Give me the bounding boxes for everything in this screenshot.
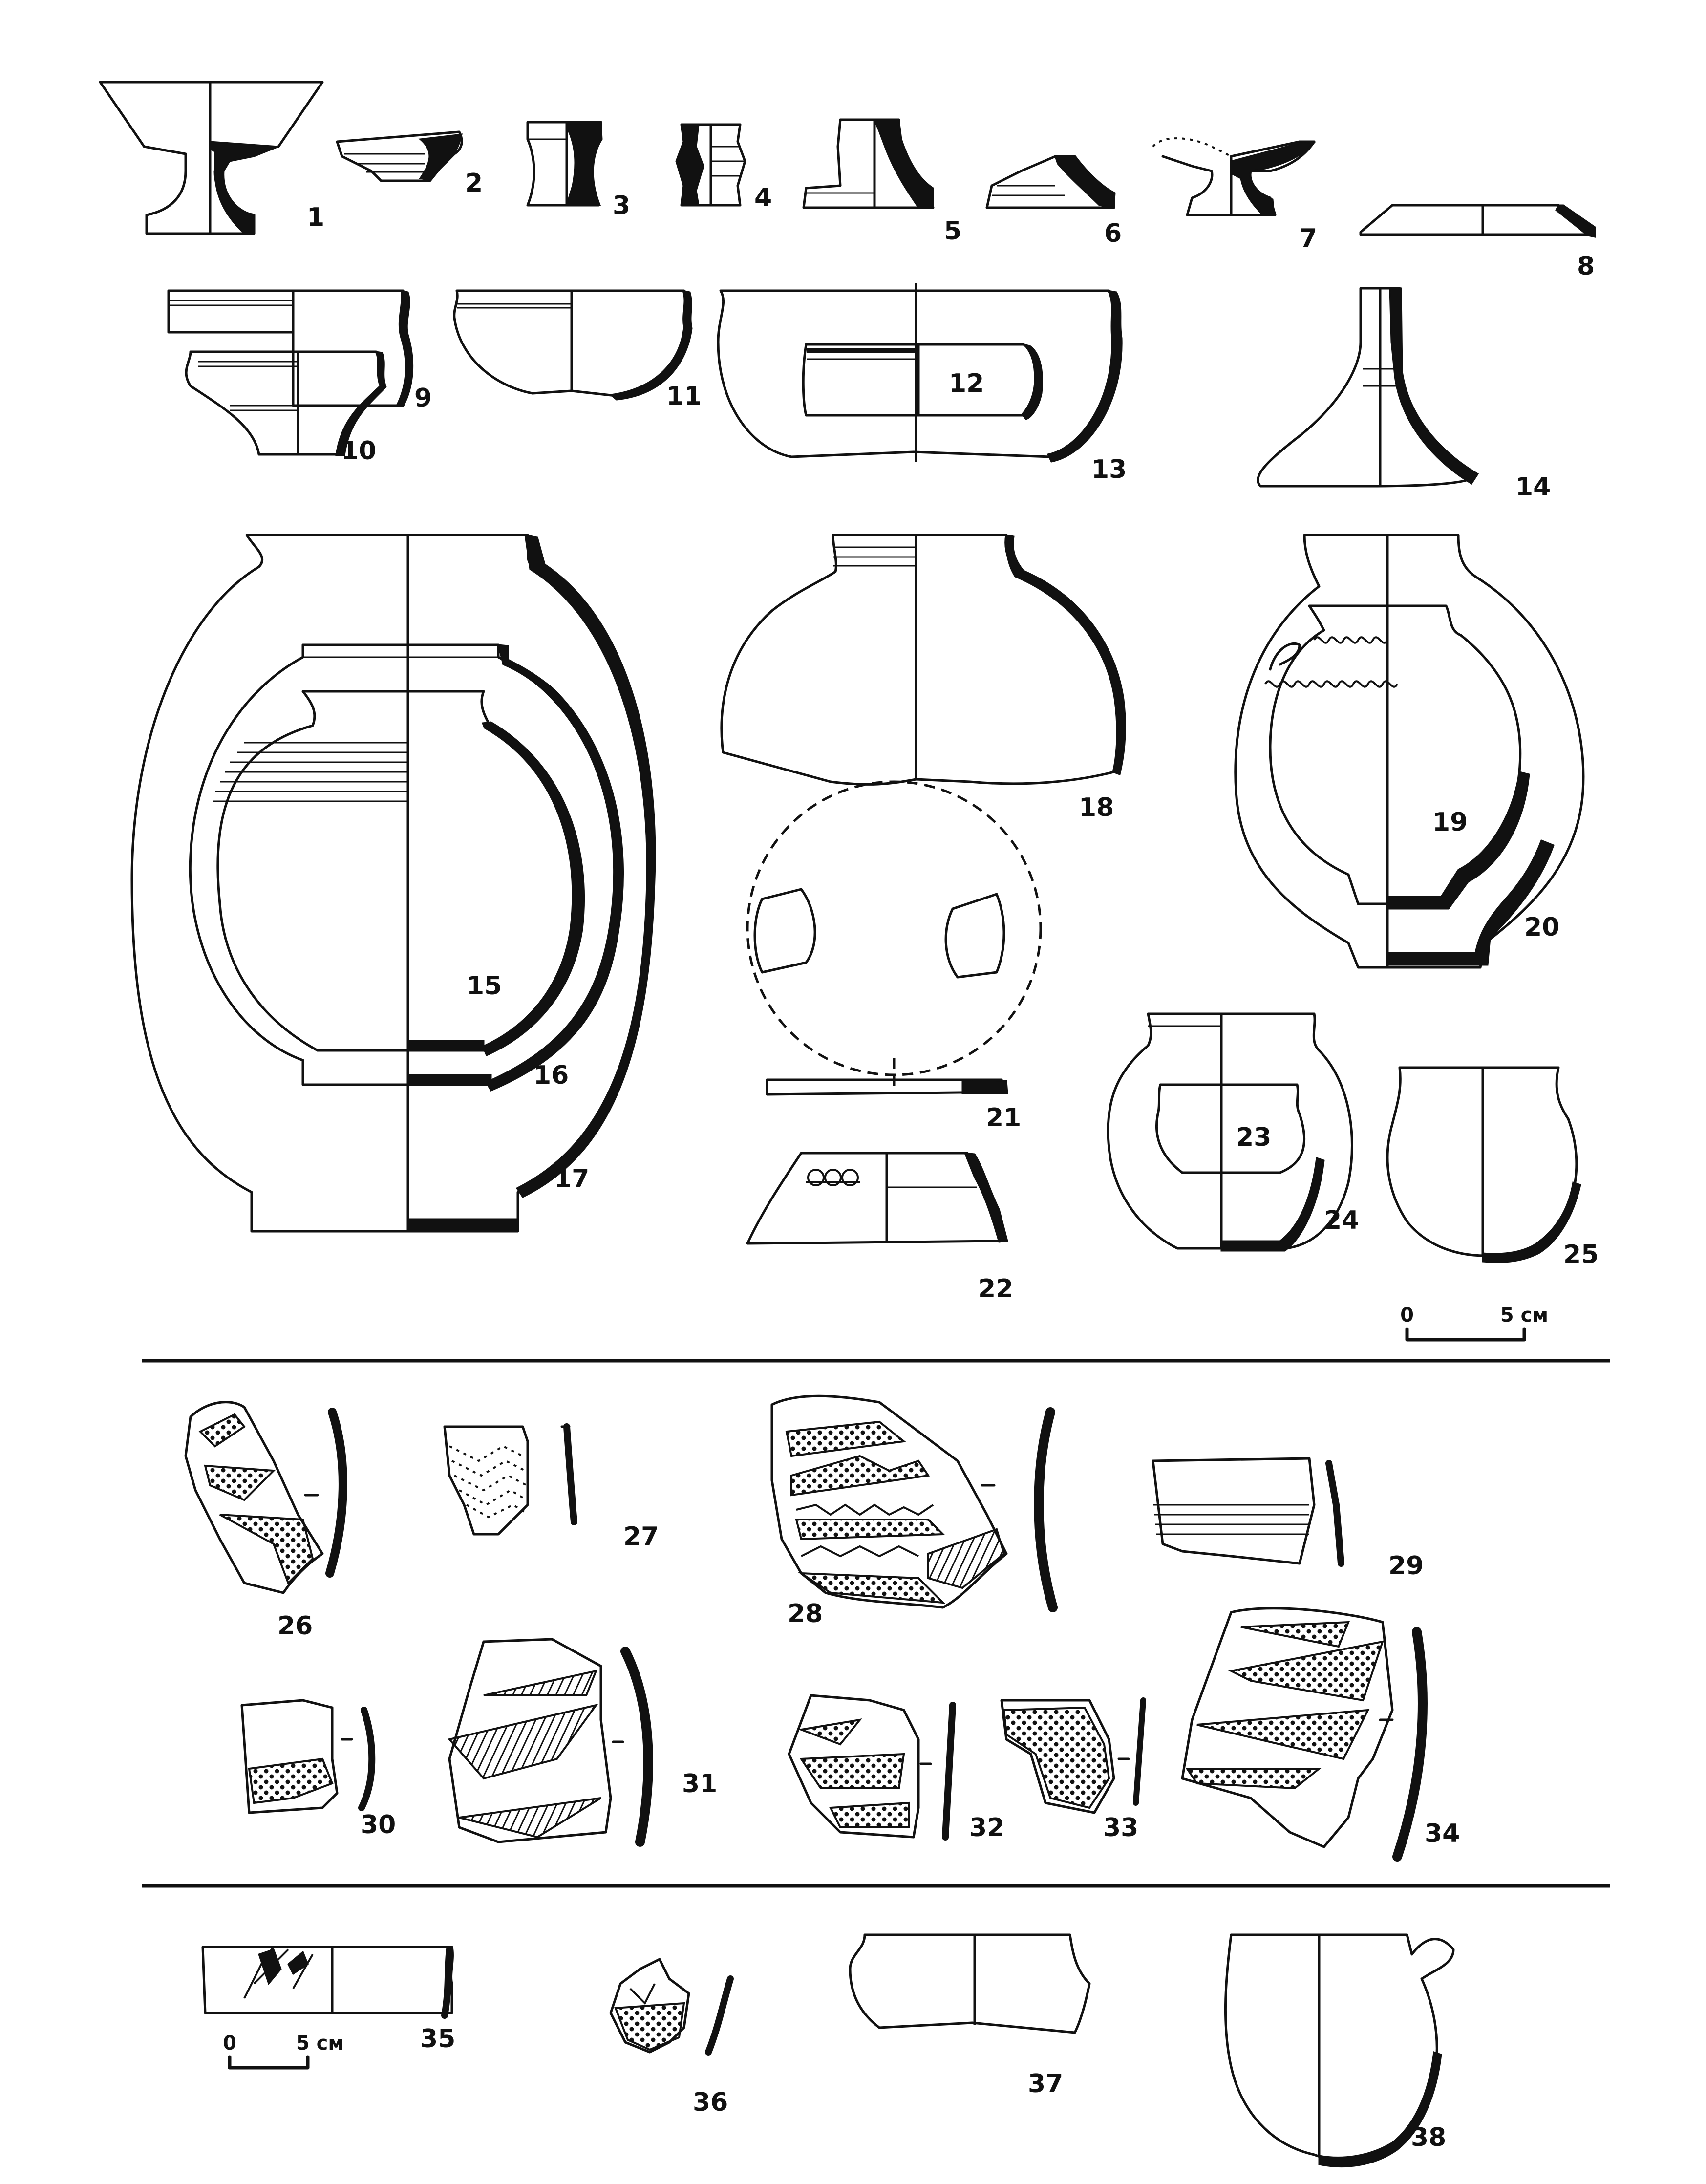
sherd-32: [788, 1694, 956, 1841]
vessel-18-jar-upper: [720, 534, 1126, 786]
vessel-15-jar: [213, 690, 585, 1056]
vessel-6-base-fragment: [985, 155, 1116, 209]
label-6: 6: [1104, 219, 1122, 248]
sherd-26: [184, 1401, 347, 1594]
vessel-17-large-jar: [130, 534, 656, 1233]
label-2: 2: [465, 169, 483, 198]
vessel-14-flared-stem: [1257, 287, 1479, 488]
label-8: 8: [1577, 252, 1595, 281]
vessel-13-bowl: [717, 283, 1123, 463]
label-30: 30: [361, 1810, 396, 1840]
sherd-28: [770, 1394, 1058, 1612]
sherd-27: [443, 1423, 577, 1536]
label-12: 12: [949, 369, 984, 398]
label-23: 23: [1236, 1123, 1271, 1152]
vessel-19-jar: [1264, 604, 1530, 910]
label-1: 1: [307, 203, 324, 232]
vessel-15-neck-bands: [213, 742, 408, 802]
vessel-4-stem: [675, 123, 746, 207]
label-3: 3: [613, 191, 630, 220]
vessel-8-lid-fragment: [1359, 204, 1596, 238]
sherd-34: [1181, 1607, 1428, 1862]
vessel-24-pot: [1107, 1012, 1353, 1252]
vessel-38-spouted-pot: [1224, 1933, 1455, 2168]
label-34: 34: [1425, 1819, 1460, 1848]
label-32: 32: [969, 1813, 1004, 1842]
label-25: 25: [1563, 1240, 1599, 1269]
label-35: 35: [420, 2024, 455, 2054]
vessel-19-wavy-ornament: [1264, 636, 1398, 688]
label-19: 19: [1432, 808, 1468, 837]
sherd-31: [448, 1638, 653, 1847]
label-7: 7: [1300, 224, 1317, 253]
vessel-9-bowl: [167, 289, 414, 407]
label-10: 10: [341, 436, 376, 466]
vessel-22-shoulder: [746, 1152, 1008, 1245]
sherd-33: [1000, 1697, 1146, 1814]
label-4: 4: [754, 183, 772, 213]
label-22: 22: [978, 1274, 1013, 1304]
figure-numbers: 1 2 3 4 5 6 7 8 9 10 11 12 13 14 15 16 1…: [277, 169, 1599, 2152]
scale-upper-zero: 0: [1400, 1304, 1414, 1327]
vessel-12-small-bowl: [802, 343, 1043, 420]
label-26: 26: [277, 1611, 313, 1641]
sherd-29: [1152, 1457, 1344, 1567]
label-28: 28: [788, 1599, 823, 1628]
label-14: 14: [1515, 472, 1551, 502]
label-11: 11: [666, 382, 702, 411]
vessel-23-small-pot: [1155, 1083, 1306, 1174]
vessel-25-pot: [1386, 1066, 1581, 1263]
label-18: 18: [1079, 793, 1114, 822]
label-20: 20: [1524, 913, 1559, 942]
vessel-10-bowl: [185, 350, 387, 456]
vessel-3-stem: [526, 121, 603, 207]
vessel-11-bowl: [453, 289, 693, 401]
label-37: 37: [1028, 2069, 1063, 2098]
vessel-5-pedestal-base: [802, 118, 935, 209]
label-17: 17: [554, 1164, 589, 1194]
label-15: 15: [467, 971, 502, 1001]
label-36: 36: [693, 2088, 728, 2117]
label-29: 29: [1388, 1551, 1424, 1581]
label-38: 38: [1411, 2123, 1446, 2152]
label-33: 33: [1103, 1813, 1138, 1842]
scale-upper-five: 5 см: [1500, 1304, 1548, 1327]
scale-bar-lower: 0 5 см: [223, 2032, 344, 2070]
vessel-22-circle-stamps: [806, 1169, 860, 1186]
label-9: 9: [414, 384, 432, 413]
vessel-7-goblet: [1152, 137, 1316, 216]
scale-lower-five: 5 см: [296, 2032, 344, 2055]
label-5: 5: [944, 216, 961, 246]
scale-lower-zero: 0: [223, 2032, 236, 2055]
label-24: 24: [1324, 1206, 1359, 1235]
label-31: 31: [682, 1769, 717, 1799]
label-13: 13: [1091, 455, 1127, 484]
sherd-36: [609, 1958, 734, 2056]
vessel-37-pot: [849, 1933, 1091, 2034]
sherd-30: [240, 1699, 376, 1814]
vessel-35-rim: [201, 1946, 454, 2019]
label-21: 21: [986, 1103, 1021, 1133]
scale-bar-upper: 0 5 см: [1400, 1304, 1548, 1342]
vessel-2-rim-fragment: [336, 130, 463, 182]
vessel-1-pedestal-goblet: [99, 81, 324, 235]
vessel-16-jar: [189, 643, 624, 1092]
label-27: 27: [623, 1522, 659, 1551]
label-16: 16: [533, 1061, 569, 1090]
vessel-21-plate: [746, 780, 1042, 1096]
